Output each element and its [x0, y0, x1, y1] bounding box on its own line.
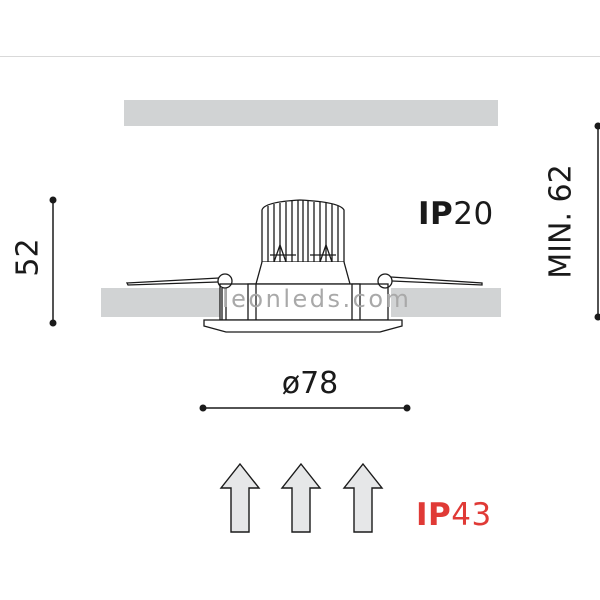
ceiling-panel-right [391, 288, 501, 317]
dimension-line-52 [49, 196, 57, 327]
height-dimension-label: 52 [10, 238, 46, 277]
heatsink [261, 199, 345, 263]
spring-clip-right [377, 273, 483, 289]
ip-rating-top: IP20 [418, 196, 494, 232]
min-clearance-label: MIN. 62 [543, 164, 579, 279]
ip-value: 43 [451, 497, 492, 533]
upper-ceiling-slab [124, 100, 498, 126]
up-arrow-icon [342, 462, 384, 533]
watermark: leonleds.com [222, 285, 412, 313]
ceiling-panel-left [101, 288, 221, 317]
dimension-line-diameter [199, 404, 411, 412]
diameter-label: ø78 [281, 366, 339, 401]
up-arrow-icon [280, 462, 322, 533]
ip-value: 20 [453, 196, 494, 232]
fixture-body [203, 261, 403, 333]
top-divider [0, 56, 600, 57]
ip-prefix: IP [416, 497, 452, 533]
ip-prefix: IP [418, 196, 454, 232]
up-arrow-icon [219, 462, 261, 533]
ip-rating-bottom: IP43 [416, 497, 492, 533]
airflow-arrows [219, 462, 384, 533]
spring-clip-left [125, 273, 233, 289]
dimension-line-min-62 [594, 122, 600, 321]
